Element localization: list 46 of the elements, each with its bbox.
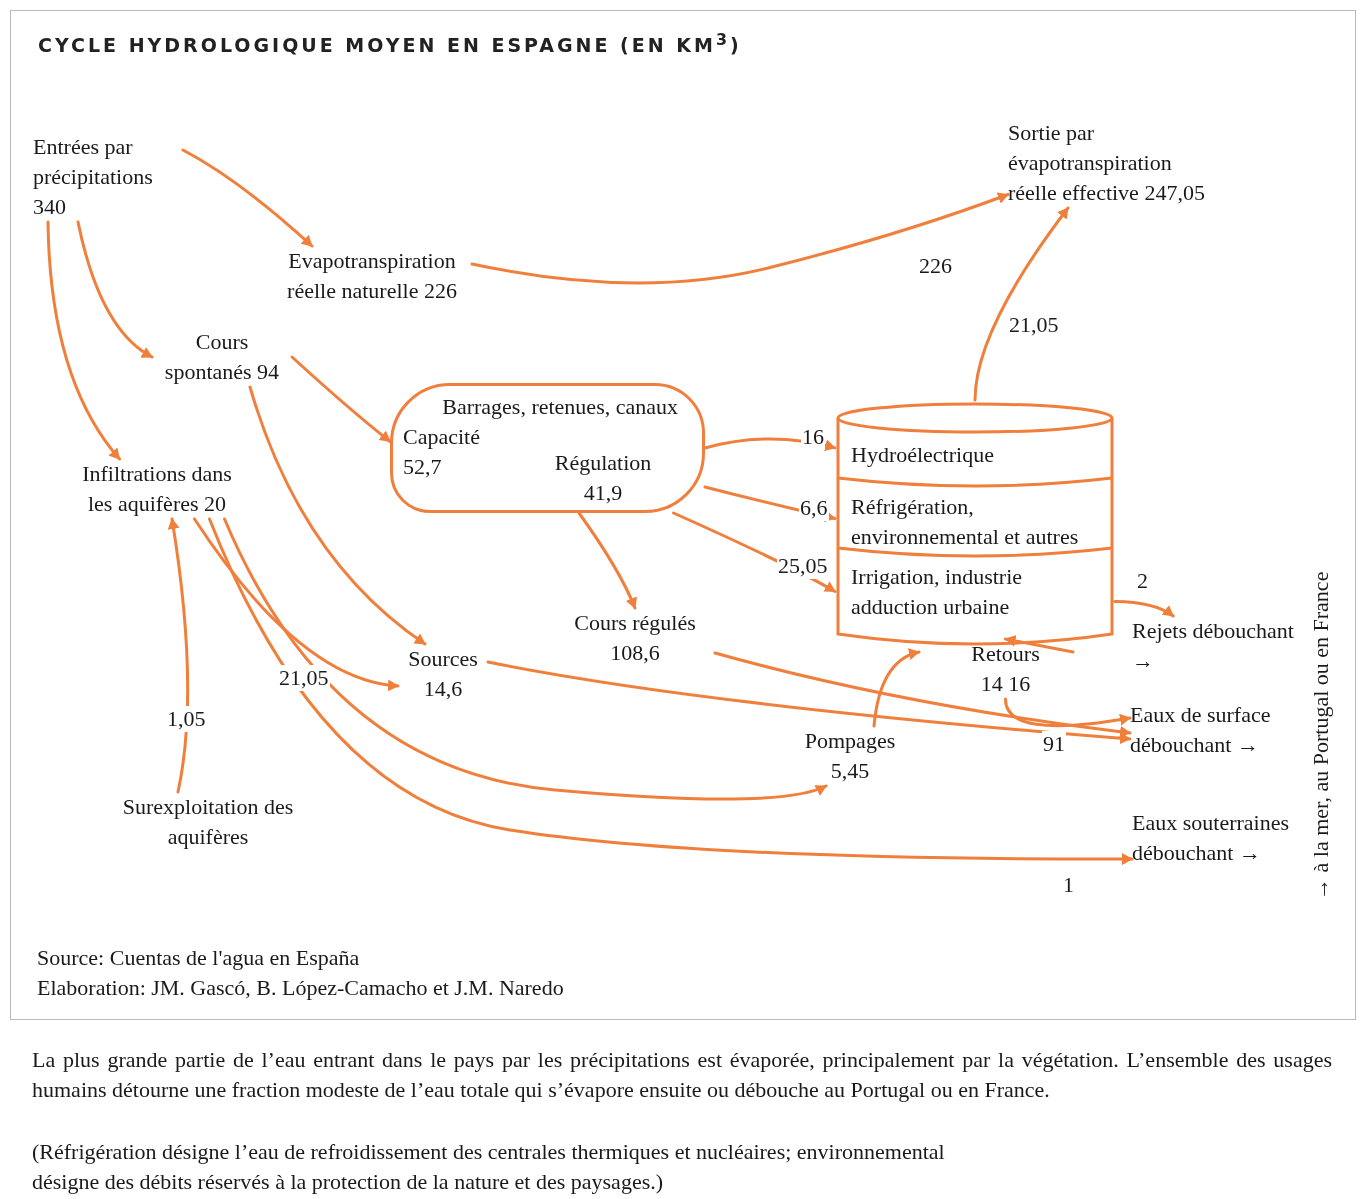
flow-label: Régulation 41,9 xyxy=(553,449,653,507)
footnote: (Réfrigération désigne l’eau de refroidissement des centrales thermiques et nucléaires; environnemental désigne des débits réservés à la protection de la nature et des paysages.) xyxy=(32,1138,946,1196)
usage-label: Hydroélectrique xyxy=(851,441,995,469)
flow-arrow xyxy=(486,660,1132,745)
flow-arrow xyxy=(46,220,121,461)
flow-arrow xyxy=(290,355,392,443)
flow-label: Cours régulés 108,6 xyxy=(555,608,715,668)
flow-label: Sortie par évapotranspiration réelle effective 247,05 xyxy=(1008,118,1208,208)
flow-label: Eaux souterraines débouchant → xyxy=(1132,808,1297,868)
flow-arrow xyxy=(248,385,427,646)
flow-arrow xyxy=(1113,600,1175,618)
flow-label: Evapotranspiration réelle naturelle 226 xyxy=(272,246,472,306)
flow-arrow xyxy=(713,651,1132,738)
flow-arrow xyxy=(223,517,828,801)
flow-arrow xyxy=(208,517,1134,865)
flow-arrow xyxy=(76,220,154,359)
flow-label: Pompages 5,45 xyxy=(790,726,910,786)
flow-label: Capacité 52,7 xyxy=(403,423,481,481)
flow-label: Rejets débouchant → xyxy=(1132,616,1297,676)
edge-label: 21,05 xyxy=(278,665,330,691)
reservoir-outline xyxy=(390,383,705,513)
flow-arrow xyxy=(470,192,1010,285)
usage-label: Irrigation, industrie adduction urbaine xyxy=(851,563,1024,621)
side-note: → à la mer, au Portugal ou en France xyxy=(1308,570,1334,900)
flow-label: Barrages, retenues, canaux xyxy=(441,393,678,421)
diagram-title: CYCLE HYDROLOGIQUE MOYEN EN ESPAGNE (EN KM$^{3}$) xyxy=(38,30,742,57)
flow-label: Infiltrations dans les aquifères 20 xyxy=(82,459,232,519)
caption: La plus grande partie de l’eau entrant dans le pays par les précipitations est évaporée, principalement par la végétation. L’ensemble des usages humains détourne une fraction modeste de l’eau totale qui s’évapore ensuite ou débouche au Portugal ou en France. xyxy=(32,1046,1332,1104)
flow-arrow xyxy=(872,648,921,728)
flow-label: Surexploitation des aquifères xyxy=(108,792,308,852)
source-note: Source: Cuentas de l'agua en España xyxy=(37,944,360,972)
flow-label: Retours 14 16 xyxy=(958,639,1053,699)
flow-arrow xyxy=(577,511,637,610)
credit-note: Elaboration: JM. Gascó, B. López-Camacho et J.M. Naredo xyxy=(37,974,564,1002)
flow-arrow xyxy=(181,148,314,248)
flow-label: Eaux de surface débouchant → xyxy=(1130,700,1295,760)
flow-label: Sources 14,6 xyxy=(398,644,488,704)
flow-arrow xyxy=(167,517,190,794)
flow-label: Cours spontanés 94 xyxy=(152,327,292,387)
edge-label: 1,05 xyxy=(166,706,207,732)
flow-arrow xyxy=(1004,697,1132,728)
flow-arrow xyxy=(973,206,1070,402)
flow-arrow xyxy=(1004,635,1075,654)
flow-arrow xyxy=(193,517,400,691)
usage-label: Réfrigération, environnemental et autres xyxy=(851,493,1080,551)
flow-label: Entrées par précipitations 340 xyxy=(33,132,183,222)
